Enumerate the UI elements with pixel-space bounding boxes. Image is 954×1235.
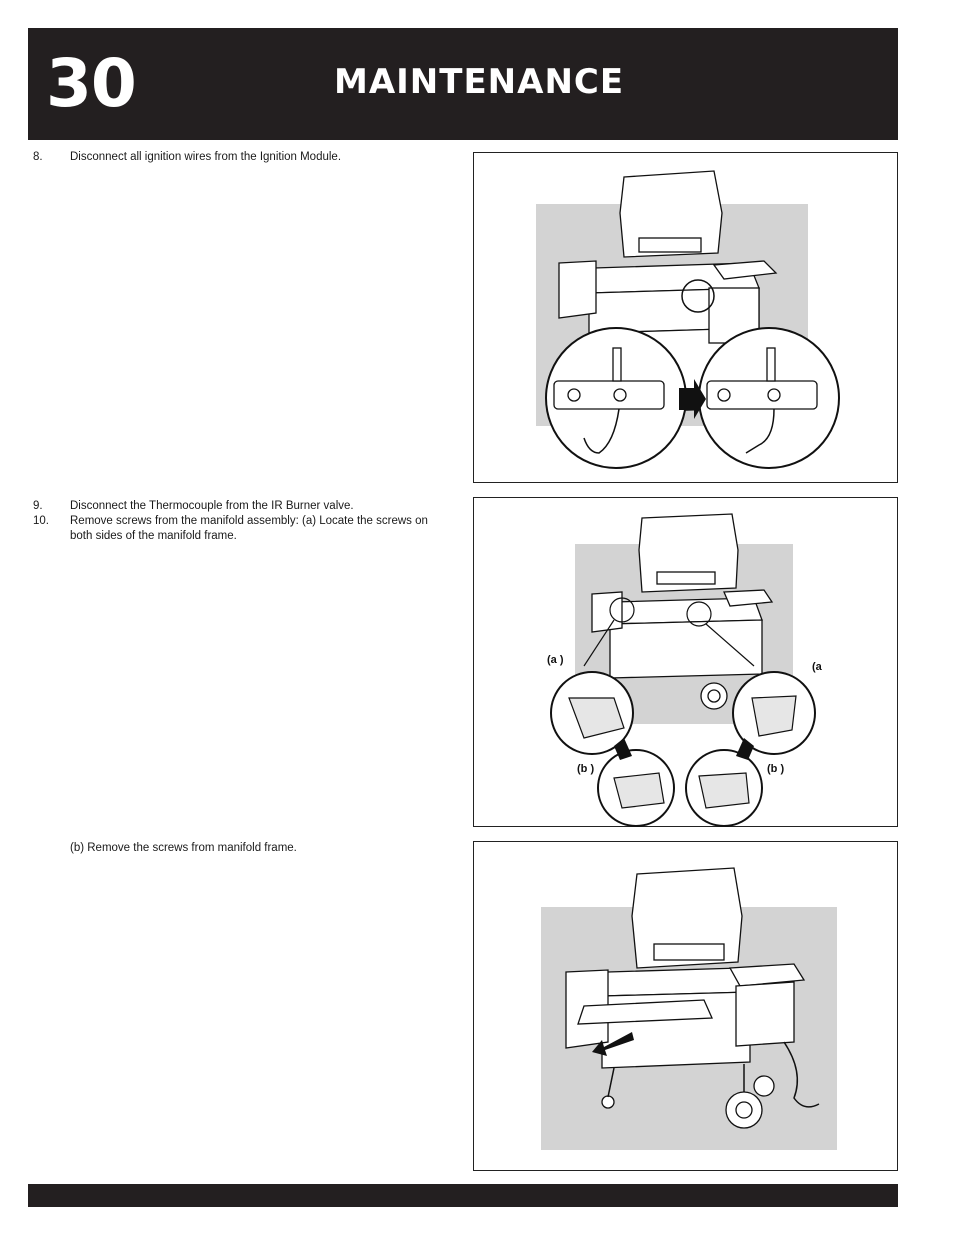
figure-manifold-screws: (a ) (a (b ) (b ): [473, 497, 898, 827]
step-number: 10.: [33, 515, 49, 527]
step-text: (b) Remove the screws from manifold fram…: [70, 842, 297, 854]
step-number: 8.: [33, 151, 43, 163]
step-text: Disconnect all ignition wires from the I…: [70, 151, 342, 163]
label-a-left: (a ): [547, 654, 564, 666]
step-text: Disconnect the Thermocouple from the IR …: [70, 500, 354, 512]
step-text: Remove screws from the manifold assembly…: [70, 515, 428, 542]
grill-illustration: [536, 170, 840, 469]
page-header: 30 MAINTENANCE: [28, 28, 898, 140]
label-b-right: (b ): [767, 763, 784, 775]
label-a-right: (a: [812, 661, 823, 673]
step-number: 9.: [33, 500, 43, 512]
label-b-left: (b ): [577, 763, 594, 775]
figure-ignition-module: [473, 152, 898, 483]
page-number: 30: [46, 45, 137, 122]
grill-illustration: (a ) (a (b ) (b ): [547, 513, 823, 827]
figure-manifold-removal: [473, 841, 898, 1171]
grill-illustration: [541, 867, 837, 1150]
footer-bar: [28, 1184, 898, 1207]
section-title: MAINTENANCE: [334, 62, 625, 102]
